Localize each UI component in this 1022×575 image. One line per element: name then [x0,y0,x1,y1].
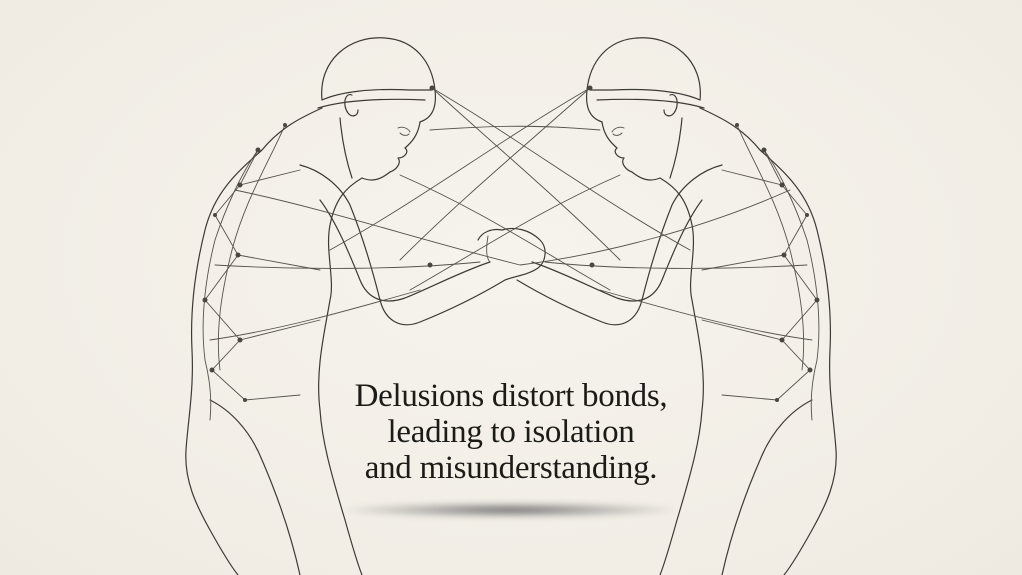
left-figure [185,37,546,575]
caption-line-2: leading to isolation [387,414,635,450]
caption: Delusions distort bonds, leading to isol… [311,378,711,486]
caption-shadow [345,502,675,518]
right-back-net [587,85,820,421]
caption-line-3: and misunderstanding. [364,450,658,486]
connecting-strings [209,87,813,341]
left-back-net [202,85,435,421]
caption-line-1: Delusions distort bonds, [354,378,668,414]
right-figure [516,37,837,575]
